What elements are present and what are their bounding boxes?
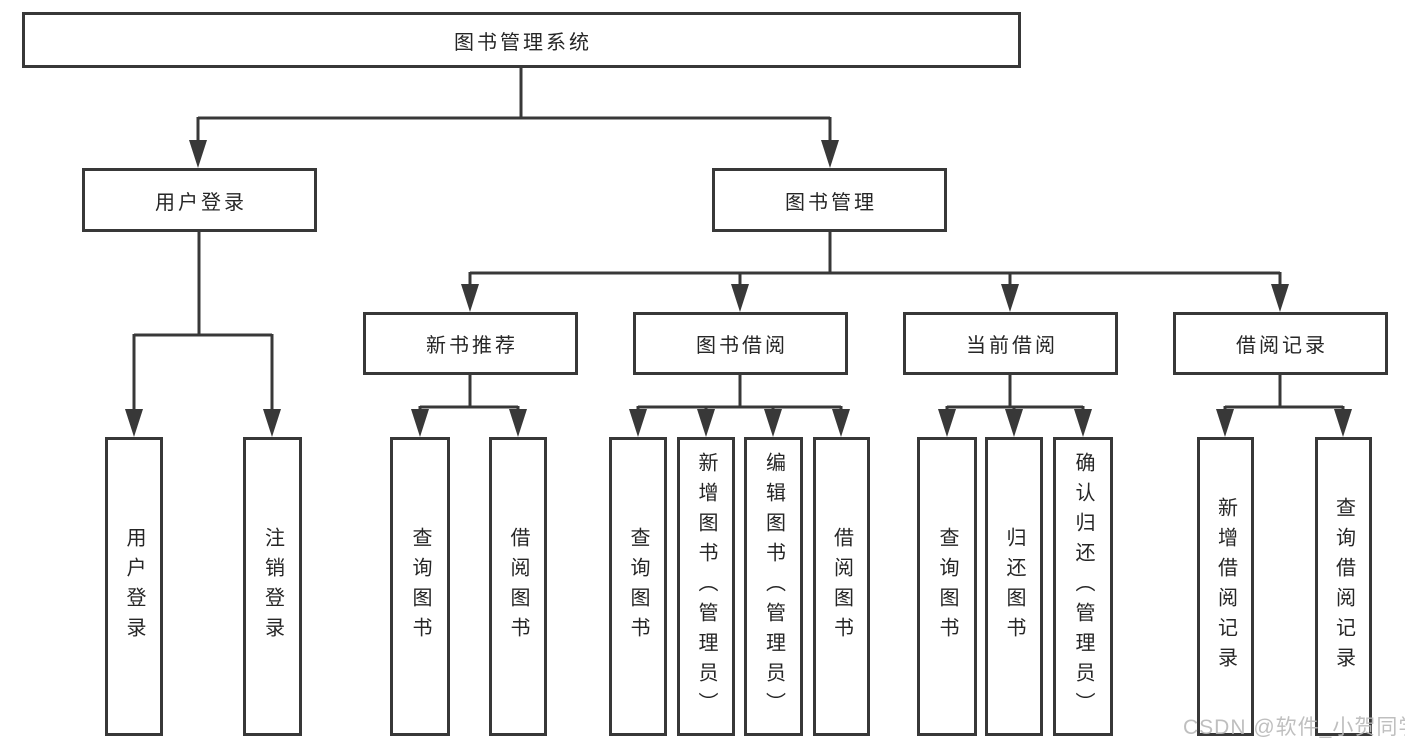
arrowhead	[1005, 409, 1023, 437]
arrowhead	[821, 140, 839, 168]
leaf-login-user-login: 用户登录	[105, 437, 163, 736]
watermark-text: CSDN @软件_小贺同学	[1183, 716, 1405, 739]
node-root: 图书管理系统	[22, 12, 1021, 68]
arrowhead	[832, 409, 850, 437]
leaf-borrow-query-books: 查询图书	[609, 437, 667, 736]
arrowhead	[411, 409, 429, 437]
leaf-label: 查询借阅记录	[1332, 496, 1355, 677]
leaf-label: 查询图书	[627, 526, 649, 647]
node-book-management: 图书管理	[712, 168, 947, 232]
leaf-records-add-borrow-record: 新增借阅记录	[1197, 437, 1254, 736]
leaf-label: 编辑图书（管理员）	[762, 451, 785, 722]
arrowhead	[697, 409, 715, 437]
arrowheads	[125, 140, 1352, 437]
leaf-borrow-borrow-books: 借阅图书	[813, 437, 870, 736]
leaf-borrow-add-books-admin: 新增图书（管理员）	[677, 437, 735, 736]
leaf-label: 确认归还（管理员）	[1072, 451, 1094, 722]
leaf-label: 用户登录	[123, 526, 145, 647]
node-current-borrow: 当前借阅	[903, 312, 1118, 375]
leaf-label: 查询图书	[936, 526, 958, 647]
node-book-borrow: 图书借阅	[633, 312, 848, 375]
arrowhead	[509, 409, 527, 437]
leaf-current-confirm-return-admin: 确认归还（管理员）	[1053, 437, 1113, 736]
arrowhead	[764, 409, 782, 437]
arrowhead	[263, 409, 281, 437]
arrowhead	[731, 284, 749, 312]
leaf-label: 注销登录	[261, 526, 284, 647]
arrowhead	[189, 140, 207, 168]
arrowhead	[1334, 409, 1352, 437]
arrowhead	[1074, 409, 1092, 437]
leaf-records-query-borrow-record: 查询借阅记录	[1315, 437, 1372, 736]
leaf-login-logout: 注销登录	[243, 437, 302, 736]
arrowhead	[461, 284, 479, 312]
leaf-newbooks-query-books: 查询图书	[390, 437, 450, 736]
arrowhead	[1216, 409, 1234, 437]
node-new-books: 新书推荐	[363, 312, 578, 375]
arrowhead	[1271, 284, 1289, 312]
leaf-borrow-edit-books-admin: 编辑图书（管理员）	[744, 437, 803, 736]
arrowhead	[125, 409, 143, 437]
leaf-label: 查询图书	[409, 526, 431, 647]
leaf-current-query-books: 查询图书	[917, 437, 977, 736]
leaf-label: 借阅图书	[830, 526, 853, 647]
leaf-label: 新增图书（管理员）	[695, 451, 717, 722]
node-borrow-records: 借阅记录	[1173, 312, 1388, 375]
node-user-login: 用户登录	[82, 168, 317, 232]
arrowhead	[1001, 284, 1019, 312]
leaf-label: 归还图书	[1003, 526, 1025, 647]
leaf-newbooks-borrow-books: 借阅图书	[489, 437, 547, 736]
arrowhead	[938, 409, 956, 437]
leaf-label: 新增借阅记录	[1214, 496, 1237, 677]
arrowhead	[629, 409, 647, 437]
leaf-label: 借阅图书	[507, 526, 529, 647]
leaf-current-return-books: 归还图书	[985, 437, 1043, 736]
